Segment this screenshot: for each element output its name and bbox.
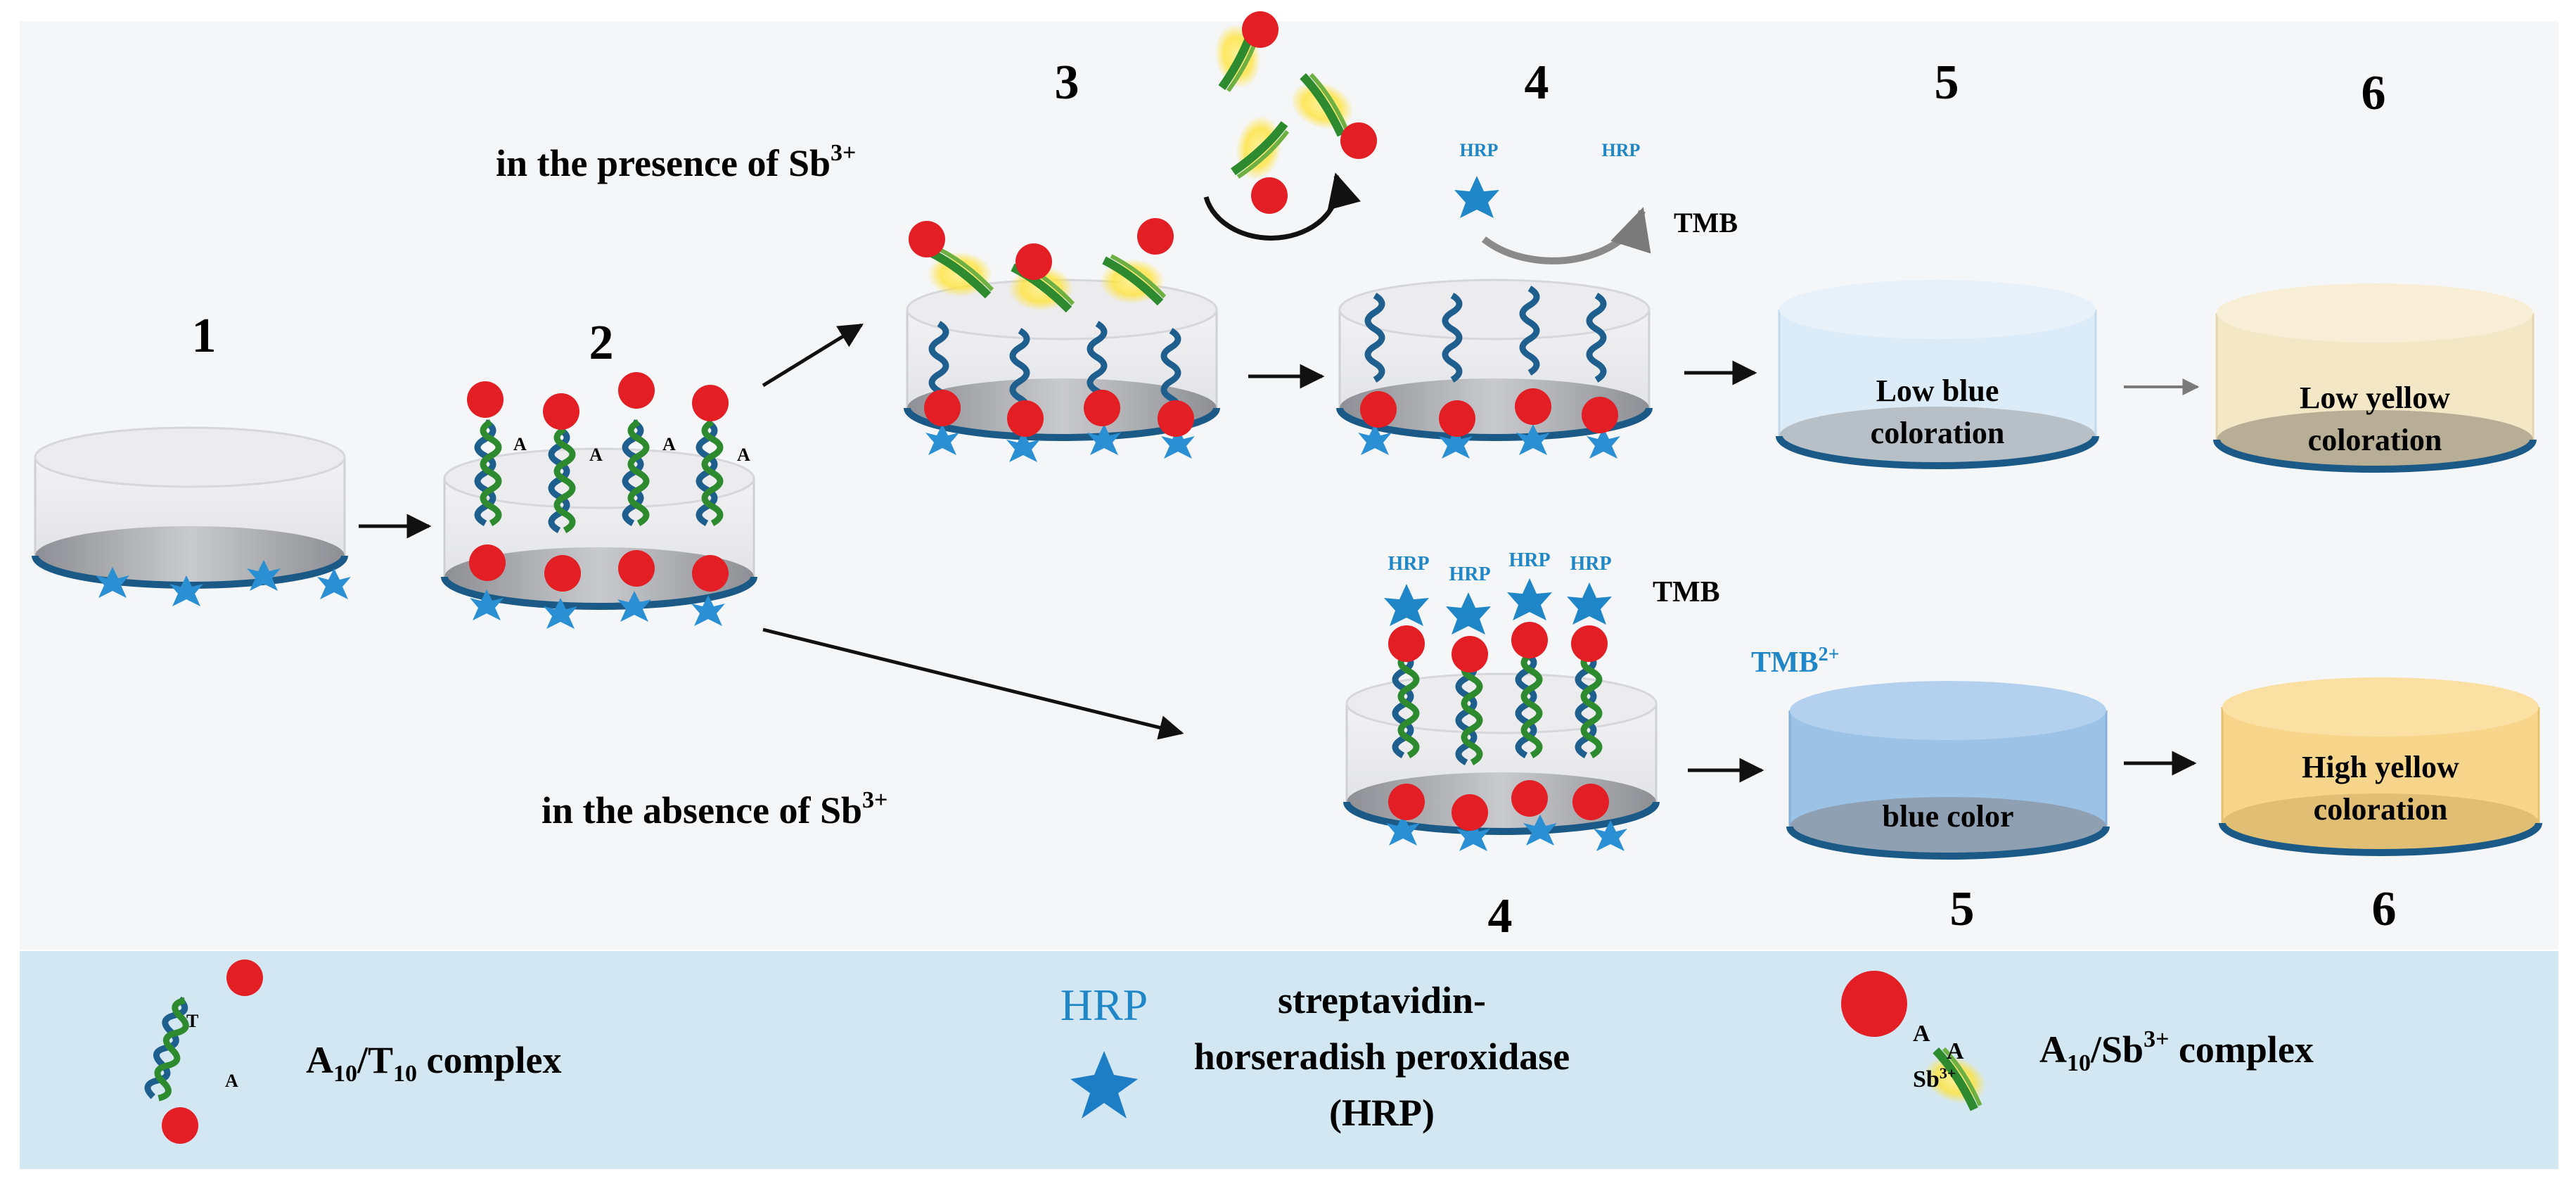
hrp-label-bottom-3: HRP (1508, 549, 1550, 571)
low-yellow-line2: coloration (2308, 423, 2442, 457)
well-step-5-bottom: blue color (1786, 681, 2110, 860)
released-sb-complexes (1203, 11, 1377, 241)
step-number-3: 3 (1055, 56, 1079, 110)
legend-hrp-line2: horseradish peroxidase (1194, 1035, 1570, 1078)
strands-step-4-top (1360, 288, 1618, 437)
well-step-6-bottom: High yellow coloration (2219, 677, 2542, 856)
legend-hrp: HRP streptavidin- horseradish peroxidase… (1060, 979, 1570, 1134)
process-arrows (359, 323, 2197, 783)
arrow-2-to-3 (762, 323, 864, 388)
svg-text:A: A (662, 434, 676, 454)
hrp-label-bottom-1: HRP (1388, 553, 1429, 575)
svg-text:A: A (1947, 1038, 1964, 1064)
hrp-label-bottom-4: HRP (1570, 553, 1611, 575)
legend-sb-mark: Sb3+ (1913, 1064, 1956, 1092)
well-step-5-top: Low blue coloration (1776, 280, 2099, 469)
strands-step-3 (909, 218, 1194, 437)
well-step-4-bottom (1347, 674, 1656, 851)
high-yellow-line1: High yellow (2302, 750, 2459, 784)
svg-text:A: A (1913, 1021, 1930, 1047)
hrp-washout: HRP HRP TMB (1454, 140, 1738, 264)
low-blue-line1: Low blue (1876, 374, 1999, 408)
low-yellow-line1: Low yellow (2300, 381, 2450, 415)
svg-text:A: A (225, 1071, 238, 1091)
step-number-5-top: 5 (1935, 56, 1959, 110)
step-number-5-bottom: 5 (1950, 882, 1975, 936)
well-step-6-top: Low yellow coloration (2213, 283, 2537, 473)
tmb-label-bottom: TMB (1653, 576, 1720, 608)
step-number-1: 1 (192, 309, 217, 363)
step-number-4-bottom: 4 (1488, 889, 1513, 943)
step-number-6-top: 6 (2362, 66, 2386, 120)
hrp-label-bottom-2: HRP (1449, 563, 1490, 585)
hrp-label-top-1: HRP (1460, 140, 1499, 160)
legend-a10t10-label: A10/T10 complex (306, 1039, 561, 1087)
step-number-2: 2 (589, 316, 614, 370)
step-number-6-bottom: 6 (2372, 882, 2397, 936)
legend-a10sb-label: A10/Sb3+ complex (2039, 1026, 2314, 1076)
legend-a10sb: A A Sb3+ A10/Sb3+ complex (1841, 971, 2314, 1112)
tmb-label-top: TMB (1674, 207, 1738, 238)
arrow-2-to-4-bottom (762, 627, 1184, 740)
high-yellow-line2: coloration (2314, 792, 2448, 827)
tmb2-label: TMB2+ (1751, 644, 1840, 679)
legend-hrp-symbol: HRP (1060, 980, 1148, 1030)
absence-label: in the absence of Sb3+ (542, 787, 887, 831)
legend-a10t10: T A A10/T10 complex (146, 959, 561, 1144)
legend-hrp-line3: (HRP) (1329, 1092, 1435, 1134)
step-number-4-top: 4 (1525, 56, 1549, 110)
svg-text:A: A (737, 445, 750, 465)
duplexes-step-2: A A A A (467, 372, 750, 592)
svg-text:A: A (513, 434, 527, 454)
upper-panel (20, 21, 2558, 950)
svg-text:A: A (589, 445, 603, 465)
legend-panel (20, 951, 2558, 1169)
blue-color-label: blue color (1883, 799, 2014, 834)
low-blue-line2: coloration (1871, 416, 2005, 450)
legend-hrp-line1: streptavidin- (1278, 979, 1486, 1021)
presence-label: in the presence of Sb3+ (496, 140, 856, 184)
hrp-label-top-2: HRP (1602, 140, 1641, 160)
duplexes-step-4-bottom: HRP HRP HRP HRP (1384, 549, 1612, 831)
svg-text:T: T (186, 1011, 198, 1031)
